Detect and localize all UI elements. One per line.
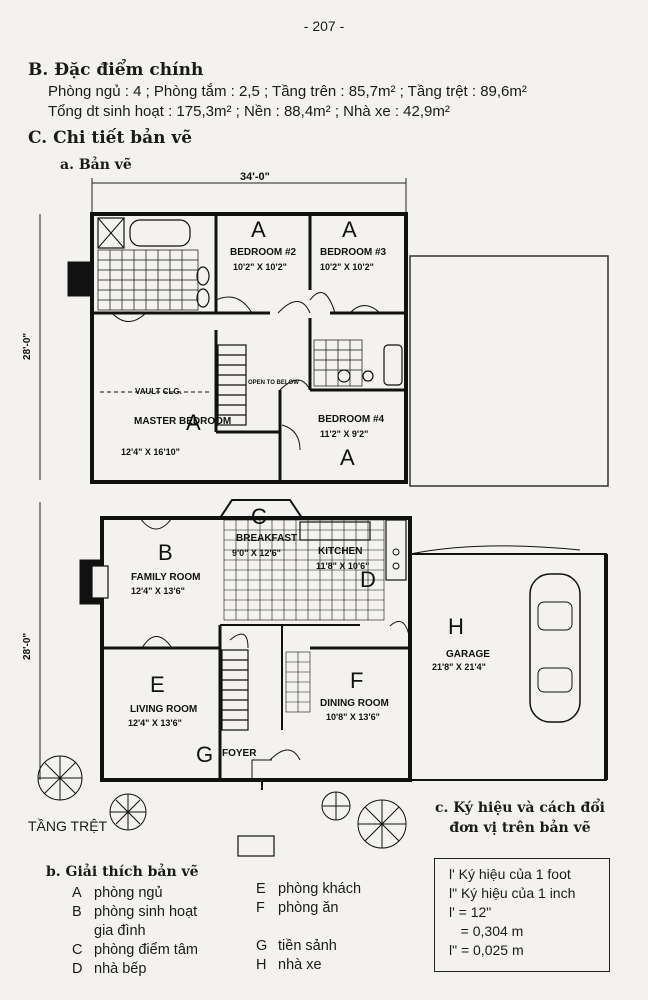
room-size: 11'2" X 9'2" [320, 429, 368, 439]
room-size: 10'8" X 13'6" [326, 712, 380, 722]
section-b-line2: Tổng dt sinh hoạt : 175,3m² ; Nền : 88,4… [48, 103, 450, 120]
section-b-line1: Phòng ngủ : 4 ; Phòng tắm : 2,5 ; Tầng t… [48, 83, 527, 100]
room-size: 21'8" X 21'4" [432, 662, 486, 672]
room-size: 12'4" X 13'6" [131, 586, 185, 596]
car-outline [529, 573, 581, 723]
room-name: BEDROOM #3 [320, 247, 387, 258]
unit-line: l' Ký hiệu của 1 foot [449, 866, 571, 882]
lower-floor [79, 499, 412, 790]
room-size: 10'2" X 10'2" [320, 262, 374, 272]
top-dim-text: 34'-0" [240, 171, 270, 183]
room-size: 9'0" X 12'6" [232, 548, 281, 558]
page-number: - 207 - [303, 18, 345, 34]
unit-line: = 0,304 m [449, 923, 524, 939]
lower-stairs [221, 649, 249, 731]
side-dim-upper: 28'-0" [22, 333, 33, 360]
room-letter: B [158, 540, 173, 565]
side-dim-lower: 28'-0" [22, 633, 33, 660]
section-b-heading: B. Đặc điểm chính [28, 60, 204, 80]
hall-bath-tiles [313, 339, 363, 387]
upper-stairs [217, 344, 247, 426]
trees [37, 755, 407, 849]
room-name: FAMILY ROOM [131, 572, 200, 583]
floor-plan-drawing: 34'-0" 28'-0" 28'-0" [22, 171, 609, 857]
section-c-sub-b: b. Giải thích bản vẽ [46, 864, 199, 880]
room-name: KITCHEN [318, 546, 362, 557]
room-name: BEDROOM #2 [230, 247, 297, 258]
section-c-sub-c-line1: c. Ký hiệu và cách đổi [435, 800, 605, 816]
upper-garage-outline [409, 255, 609, 487]
room-letter: A [186, 410, 201, 435]
section-c-heading: C. Chi tiết bản vẽ [28, 128, 193, 148]
garage [409, 545, 608, 781]
room-letter: C [251, 504, 267, 529]
room-name: LIVING ROOM [130, 704, 197, 715]
legend-item: gia đình [94, 923, 146, 939]
room-name: BREAKFAST [236, 533, 297, 544]
ground-floor-label: TẦNG TRỆT [28, 818, 108, 834]
room-letter: D [360, 567, 376, 592]
room-size: 12'4" X 16'10" [121, 447, 180, 457]
unit-line: l" = 0,025 m [449, 942, 524, 958]
upper-floor [67, 212, 408, 484]
open-below-label: OPEN TO BELOW [248, 380, 299, 386]
unit-line: l' = 12" [449, 904, 492, 920]
front-step [237, 835, 275, 857]
room-size: 11'8" X 10'6" [316, 561, 369, 571]
master-bath-tiles [97, 249, 199, 311]
room-name: BEDROOM #4 [318, 414, 385, 425]
room-name: FOYER [222, 748, 257, 759]
room-letter: E [150, 672, 165, 697]
lower-room-labels: C BREAKFAST 9'0" X 12'6" KITCHEN 11'8" X… [128, 504, 490, 767]
powder-room-tiles [285, 651, 311, 713]
room-letter: G [196, 742, 213, 767]
room-name: DINING ROOM [320, 698, 389, 709]
section-c-sub-c: c. Ký hiệu và cách đổi đơn vị trên bản v… [420, 798, 620, 838]
section-c-sub-a: a. Bản vẽ [60, 157, 132, 173]
room-letter: A [340, 445, 355, 470]
unit-conversion-box: l' Ký hiệu của 1 foot l" Ký hiệu của 1 i… [434, 858, 610, 972]
room-letter: H [448, 614, 464, 639]
section-c-sub-c-line2: đơn vị trên bản vẽ [449, 820, 591, 836]
room-name: MASTER BEDROOM [134, 416, 231, 427]
room-size: 10'2" X 10'2" [233, 262, 287, 272]
room-size: 12'4" X 13'6" [128, 718, 182, 728]
vault-label: VAULT CLG. [135, 387, 182, 396]
room-name: GARAGE [446, 649, 490, 660]
room-letter: A [251, 217, 266, 242]
room-letter: A [342, 217, 357, 242]
upper-room-labels: A BEDROOM #2 10'2" X 10'2" A BEDROOM #3 … [121, 217, 387, 470]
room-letter: F [350, 668, 363, 693]
unit-line: l" Ký hiệu của 1 inch [449, 885, 576, 901]
